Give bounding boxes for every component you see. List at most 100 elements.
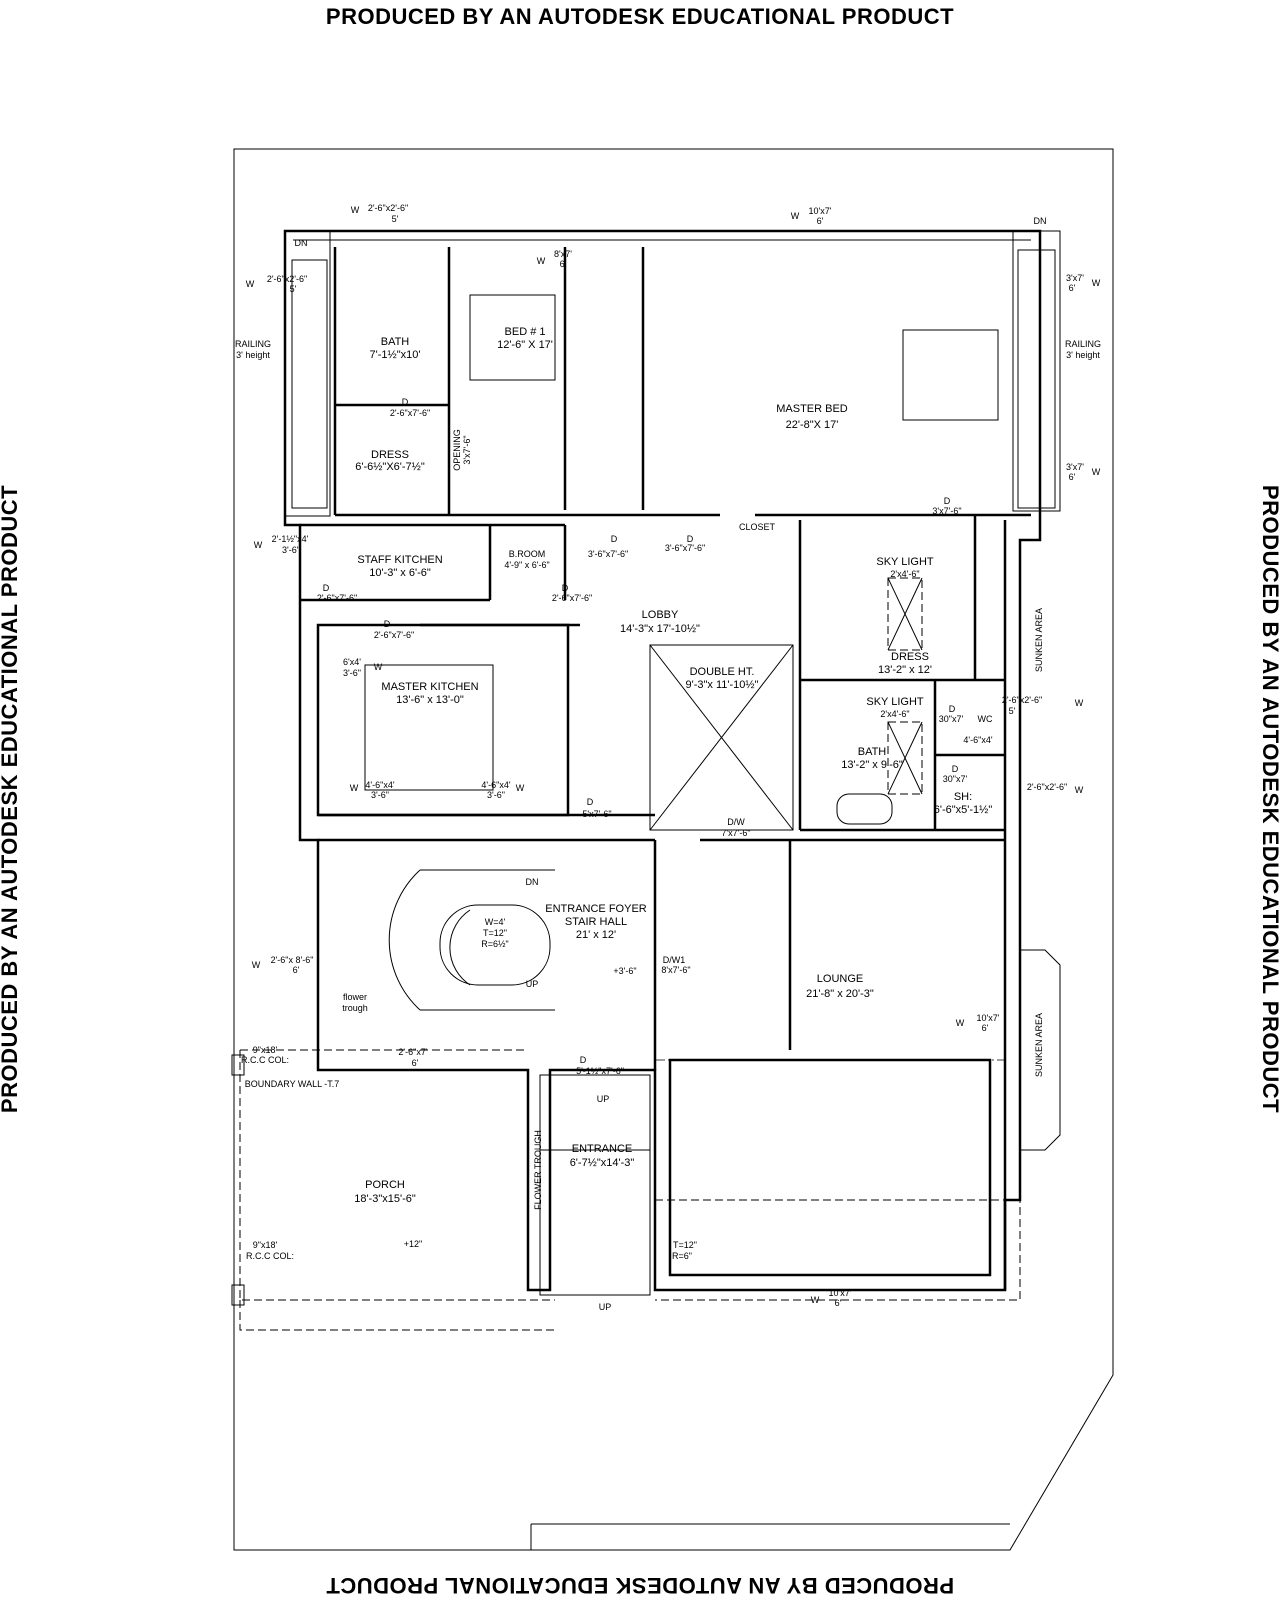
spiral-stair-inner [449,909,471,986]
front-steps-outline [655,1199,1021,1301]
entrance-size: 6'-7½"x14'-3" [570,1157,635,1169]
sunken-area-2: SUNKEN AREA [1034,1013,1044,1077]
window-mkb: 3'-6" [343,668,361,678]
outer-walls [283,229,1042,1292]
up-label-porch: UP [599,1302,612,1312]
master-bed-furniture [902,329,999,421]
double-ht-size: 9'-3"x 11'-10½" [686,679,759,691]
porch-size: 18'-3"x15'-6" [354,1193,416,1205]
door-wc-size: 30"x7' [939,714,964,724]
stair-width: W=4' [485,917,506,927]
window-stairb: 6' [293,965,300,975]
window-skb: 3'-6" [282,545,300,555]
railing-left-height: 3' height [236,350,270,360]
door-lobby2: D [687,534,694,544]
door-dw1-size: 8'x7'-6" [661,965,690,975]
lounge-label: LOUNGE [817,973,863,985]
door-dw-size: 7'x7'-6" [721,828,750,838]
window-mk2b: 3'-6" [371,790,389,800]
flower-trough-label-2: trough [342,1003,368,1013]
rcc-column-1 [231,1054,245,1076]
window-top2: 10'x7' [809,206,832,216]
sunken-area-1: SUNKEN AREA [1034,608,1044,672]
window-wcb: 5' [1009,706,1016,716]
bath2-size: 13'-2" x 9'-6" [841,759,903,771]
plot-boundary [233,148,1114,1551]
left-balcony-railing [291,259,328,509]
bed1-label: BED # 1 [505,326,546,338]
door-sh: D [952,764,959,774]
rcc-column-2 [231,1284,245,1306]
window-stair: 2'-6"x 8'-6" [271,955,314,965]
door-master-size: 3'x7'-6" [932,506,961,516]
door-dw1: D/W1 [663,955,686,965]
dn-label-stair: DN [526,877,539,887]
door-wc: D [949,704,956,714]
railing-right-height: 3' height [1066,350,1100,360]
window-mk3-w: W [516,783,525,793]
closet-label: CLOSET [739,522,776,532]
master-bed-size: 22'-8"X 17' [786,419,839,431]
dress2-size: 13'-2" x 12' [878,664,932,676]
window-bottomb: 6' [835,1298,842,1308]
door-br: D [562,583,569,593]
window-sh: 2'-6"x2'-6" [1027,782,1067,792]
door-foyer-size: 5'x7'-6" [582,809,611,819]
flower-trough-label: flower [343,992,367,1002]
double-height-void [649,644,794,831]
master-bed-label: MASTER BED [776,403,848,415]
window-wc: 2'-6"x2'-6" [1002,695,1042,705]
window-foyer: 2'-6"x7' [398,1047,427,1057]
window-top1-w: W [351,205,360,215]
door-bath: D [402,397,409,407]
window-sk-w: W [254,540,263,550]
up-label-entrance: UP [597,1094,610,1104]
door-ent: D [580,1055,587,1065]
dn-label-right: DN [1034,216,1047,226]
window-bed1-w: W [537,256,546,266]
door-lobby2-size: 3'-6"x7'-6" [665,543,705,553]
b-room-size: 4'-9" x 6'-6" [504,560,549,570]
window-mk-w: W [374,662,383,672]
window-top1b: 5' [392,214,399,224]
window-right2b: 6' [1069,472,1076,482]
foyer-size: 21' x 12' [576,929,616,941]
master-kitchen-size: 13'-6" x 13'-0" [396,694,464,706]
window-right1b: 6' [1069,283,1076,293]
staff-kitchen-size: 10'-3" x 6'-6" [369,567,431,579]
door-sh-size: 30"x7' [943,774,968,784]
level-foyer: +3'-6" [613,966,636,976]
window-right1: 3'x7' [1066,273,1084,283]
wc-label: WC [978,714,993,724]
bed1-furniture [469,294,556,381]
level-porch: +12" [404,1239,422,1249]
double-height-cross-b [649,644,794,831]
window-right2: 3'x7' [1066,462,1084,472]
porch-label: PORCH [365,1179,405,1191]
door-dw: D/W [727,817,745,827]
rcc-col-1b: R.C.C COL: [241,1055,289,1065]
window-top1: 2'-6"x2'-6" [368,203,408,213]
entrance-label: ENTRANCE [572,1143,633,1155]
dress2-label: DRESS [891,651,929,663]
rcc-col-2: 9"x18' [253,1240,278,1250]
window-mk3b: 3'-6" [487,790,505,800]
window-mk2-w: W [350,783,359,793]
master-kitchen-island [364,664,494,791]
window-lounge-w: W [956,1018,965,1028]
window-right2-w: W [1092,467,1101,477]
sky-light1-size: 2'x4'-6" [890,569,919,579]
window-left1: 2'-6"x2'-6" [267,274,307,284]
master-kitchen-label: MASTER KITCHEN [381,681,478,693]
lobby-size: 14'-3"x 17'-10½" [620,623,700,635]
window-right1-w: W [1092,278,1101,288]
rcc-col-2b: R.C.C COL: [246,1251,294,1261]
flower-trough-vertical: FLOWER TROUGH [533,1130,543,1210]
stair-well [439,904,551,986]
window-left1-w: W [246,279,255,289]
window-foyerb: 6' [412,1058,419,1068]
window-mk2: 4'-6"x4' [365,780,394,790]
sky-light2-size: 2'x4'-6" [880,709,909,719]
door-lobby1-size: 3'-6"x7'-6" [588,549,628,559]
